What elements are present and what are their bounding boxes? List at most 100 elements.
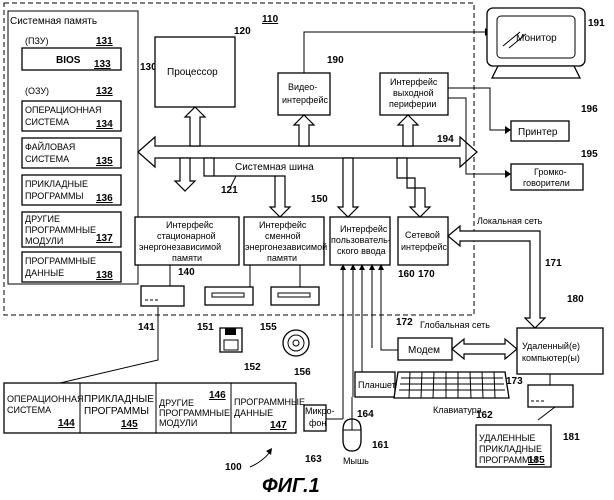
user-input-line1: Интерфейс xyxy=(340,224,388,234)
user-input-line3: ского ввода xyxy=(337,246,386,256)
output-printer-line xyxy=(448,88,505,130)
printer-ref: 196 xyxy=(581,104,598,115)
video-ref: 190 xyxy=(327,55,344,66)
disk-data-line2: ДАННЫЕ xyxy=(234,408,273,418)
nonremovable-line2: стационарной xyxy=(157,231,216,241)
figure-ref-leader xyxy=(250,452,270,467)
keyboard-ref: 162 xyxy=(476,410,493,421)
modules-line1: ДРУГИЕ xyxy=(25,214,60,224)
mouse-label: Мышь xyxy=(343,456,369,466)
monitor-label: Монитор xyxy=(516,33,557,44)
hard-disk-icon xyxy=(141,286,184,306)
user-input-ref: 160 xyxy=(398,269,415,280)
disk-os-line1: ОПЕРАЦИОННАЯ xyxy=(7,394,84,404)
modem-ref: 172 xyxy=(396,317,413,328)
fs-line2: СИСТЕМА xyxy=(25,154,69,164)
figure-title: ФИГ.1 xyxy=(262,475,320,497)
os-line2: СИСТЕМА xyxy=(25,117,69,127)
removable-line3: энергонезависимой xyxy=(245,242,327,252)
video-line2: интерфейс xyxy=(282,95,328,105)
video-monitor-line xyxy=(304,32,485,73)
nonremovable-line3: энергонезависимой xyxy=(139,242,221,252)
prog-data-ref: 138 xyxy=(96,270,113,281)
prog-data-line2: ДАННЫЕ xyxy=(25,268,64,278)
network-interface-box xyxy=(398,217,448,265)
mic-ref: 163 xyxy=(305,454,322,465)
user-input-line2: пользователь- xyxy=(331,235,391,245)
nonremovable-line4: памяти xyxy=(172,253,202,263)
remote-disk-icon xyxy=(528,385,573,407)
speakers-arrowhead xyxy=(505,170,511,178)
output-speakers-line xyxy=(448,98,505,174)
video-bus-arrow xyxy=(294,115,314,146)
remote-line2: компьютер(ы) xyxy=(522,353,580,363)
modules-line3: МОДУЛИ xyxy=(25,236,63,246)
apps-line2: ПРОГРАММЫ xyxy=(25,191,84,201)
bios-label: BIOS xyxy=(56,55,81,66)
remote-apps-ref: 185 xyxy=(528,455,545,466)
disk-data-line1: ПРОГРАММНЫЕ xyxy=(234,397,305,407)
tablet-label: Планшет xyxy=(358,380,396,390)
ram-label: (ОЗУ) xyxy=(25,86,49,96)
disk-modules-line1: ДРУГИЕ xyxy=(159,398,194,408)
mic-line2: фон xyxy=(309,418,326,428)
printer-label: Принтер xyxy=(518,127,558,138)
output-line2: выходной xyxy=(393,88,434,98)
system-bus-label: Системная шина xyxy=(235,162,314,173)
remote-disk-ref: 181 xyxy=(563,432,580,443)
system-bus-ref: 121 xyxy=(221,185,238,196)
keyboard-icon xyxy=(394,372,509,398)
speakers-line2: говорители xyxy=(523,178,570,188)
disk-modules-ref: 146 xyxy=(209,390,226,401)
prog-data-line1: ПРОГРАММНЫЕ xyxy=(25,256,96,266)
cd-drive-icon xyxy=(271,287,319,305)
cd-drive-ref: 155 xyxy=(260,322,277,333)
bios-ref: 133 xyxy=(94,59,111,70)
output-bus-arrow xyxy=(398,115,418,146)
bus-network-arrow xyxy=(397,158,430,217)
lan-ref: 171 xyxy=(545,258,562,269)
floppy-ref: 152 xyxy=(244,362,261,373)
processor-bus-arrow xyxy=(185,107,205,146)
disk-contents-leader xyxy=(60,307,158,383)
remote-line1: Удаленный(е) xyxy=(522,341,580,351)
cd-ref: 156 xyxy=(294,367,311,378)
fs-ref: 135 xyxy=(96,156,113,167)
output-ref: 194 xyxy=(437,134,454,145)
disk-os-line2: СИСТЕМА xyxy=(7,405,51,415)
floppy-drive-icon xyxy=(205,287,253,305)
rom-ref: 131 xyxy=(96,36,113,47)
floppy-disk-icon xyxy=(220,328,242,352)
nonremovable-line1: Интерфейс xyxy=(166,220,214,230)
lan-arrow xyxy=(448,226,545,328)
computer-ref: 110 xyxy=(262,14,279,25)
remote-computer-box xyxy=(517,328,603,374)
os-ref: 134 xyxy=(96,119,113,130)
hdd-ref: 141 xyxy=(138,322,155,333)
modem-label: Модем xyxy=(408,345,440,356)
modules-line2: ПРОГРАММНЫЕ xyxy=(25,225,96,235)
removable-line2: сменной xyxy=(265,231,301,241)
nonremovable-ref: 140 xyxy=(178,267,195,278)
wan-ref: 173 xyxy=(506,376,523,387)
wan-arrow xyxy=(452,339,517,359)
apps-line1: ПРИКЛАДНЫЕ xyxy=(25,179,88,189)
cd-disc-icon xyxy=(283,330,309,356)
mouse-ref: 161 xyxy=(372,440,389,451)
removable-line1: Интерфейс xyxy=(259,220,307,230)
removable-ref: 150 xyxy=(311,194,328,205)
video-interface-box xyxy=(278,73,330,115)
tablet-ref: 164 xyxy=(357,409,374,420)
network-line2: интерфейс xyxy=(401,242,447,252)
processor-ref: 120 xyxy=(234,26,251,37)
printer-arrowhead xyxy=(505,126,511,134)
output-line3: периферии xyxy=(389,99,436,109)
modem-line xyxy=(381,265,398,350)
disk-data-ref: 147 xyxy=(270,420,287,431)
rom-label: (ПЗУ) xyxy=(25,36,49,46)
modules-ref: 137 xyxy=(96,233,113,244)
bus-nonremovable-arrow xyxy=(175,158,195,191)
floppy-drive-ref: 151 xyxy=(197,322,214,333)
mic-line1: Микро- xyxy=(305,406,334,416)
